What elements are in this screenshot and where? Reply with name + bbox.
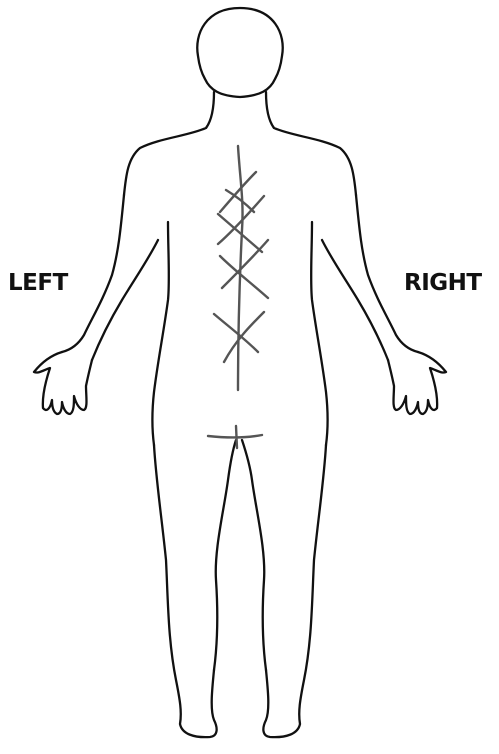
left-arm-outer [62,195,124,352]
hip-bar [208,435,262,437]
hip-bar-stem [236,426,237,448]
head-outline [197,8,282,97]
right-side-label: RIGHT [404,272,482,295]
left-hand [34,352,92,414]
left-leg-outer [154,445,217,737]
cross-mark-4a [214,314,258,352]
cross-mark-3a [220,256,268,298]
neck-left [124,92,214,195]
right-hand [388,352,446,414]
right-leg-inner [242,440,266,670]
left-leg-inner [214,440,236,670]
left-side-label: LEFT [8,272,68,295]
torso-left [153,222,169,445]
torso-right [311,222,327,445]
spine-marks [208,146,268,448]
cross-mark-1b [220,172,256,212]
cross-mark-4b [224,312,264,362]
right-leg-outer [263,445,326,737]
cross-mark-2a [218,214,262,252]
body-outline [34,8,446,737]
neck-right [266,92,356,195]
